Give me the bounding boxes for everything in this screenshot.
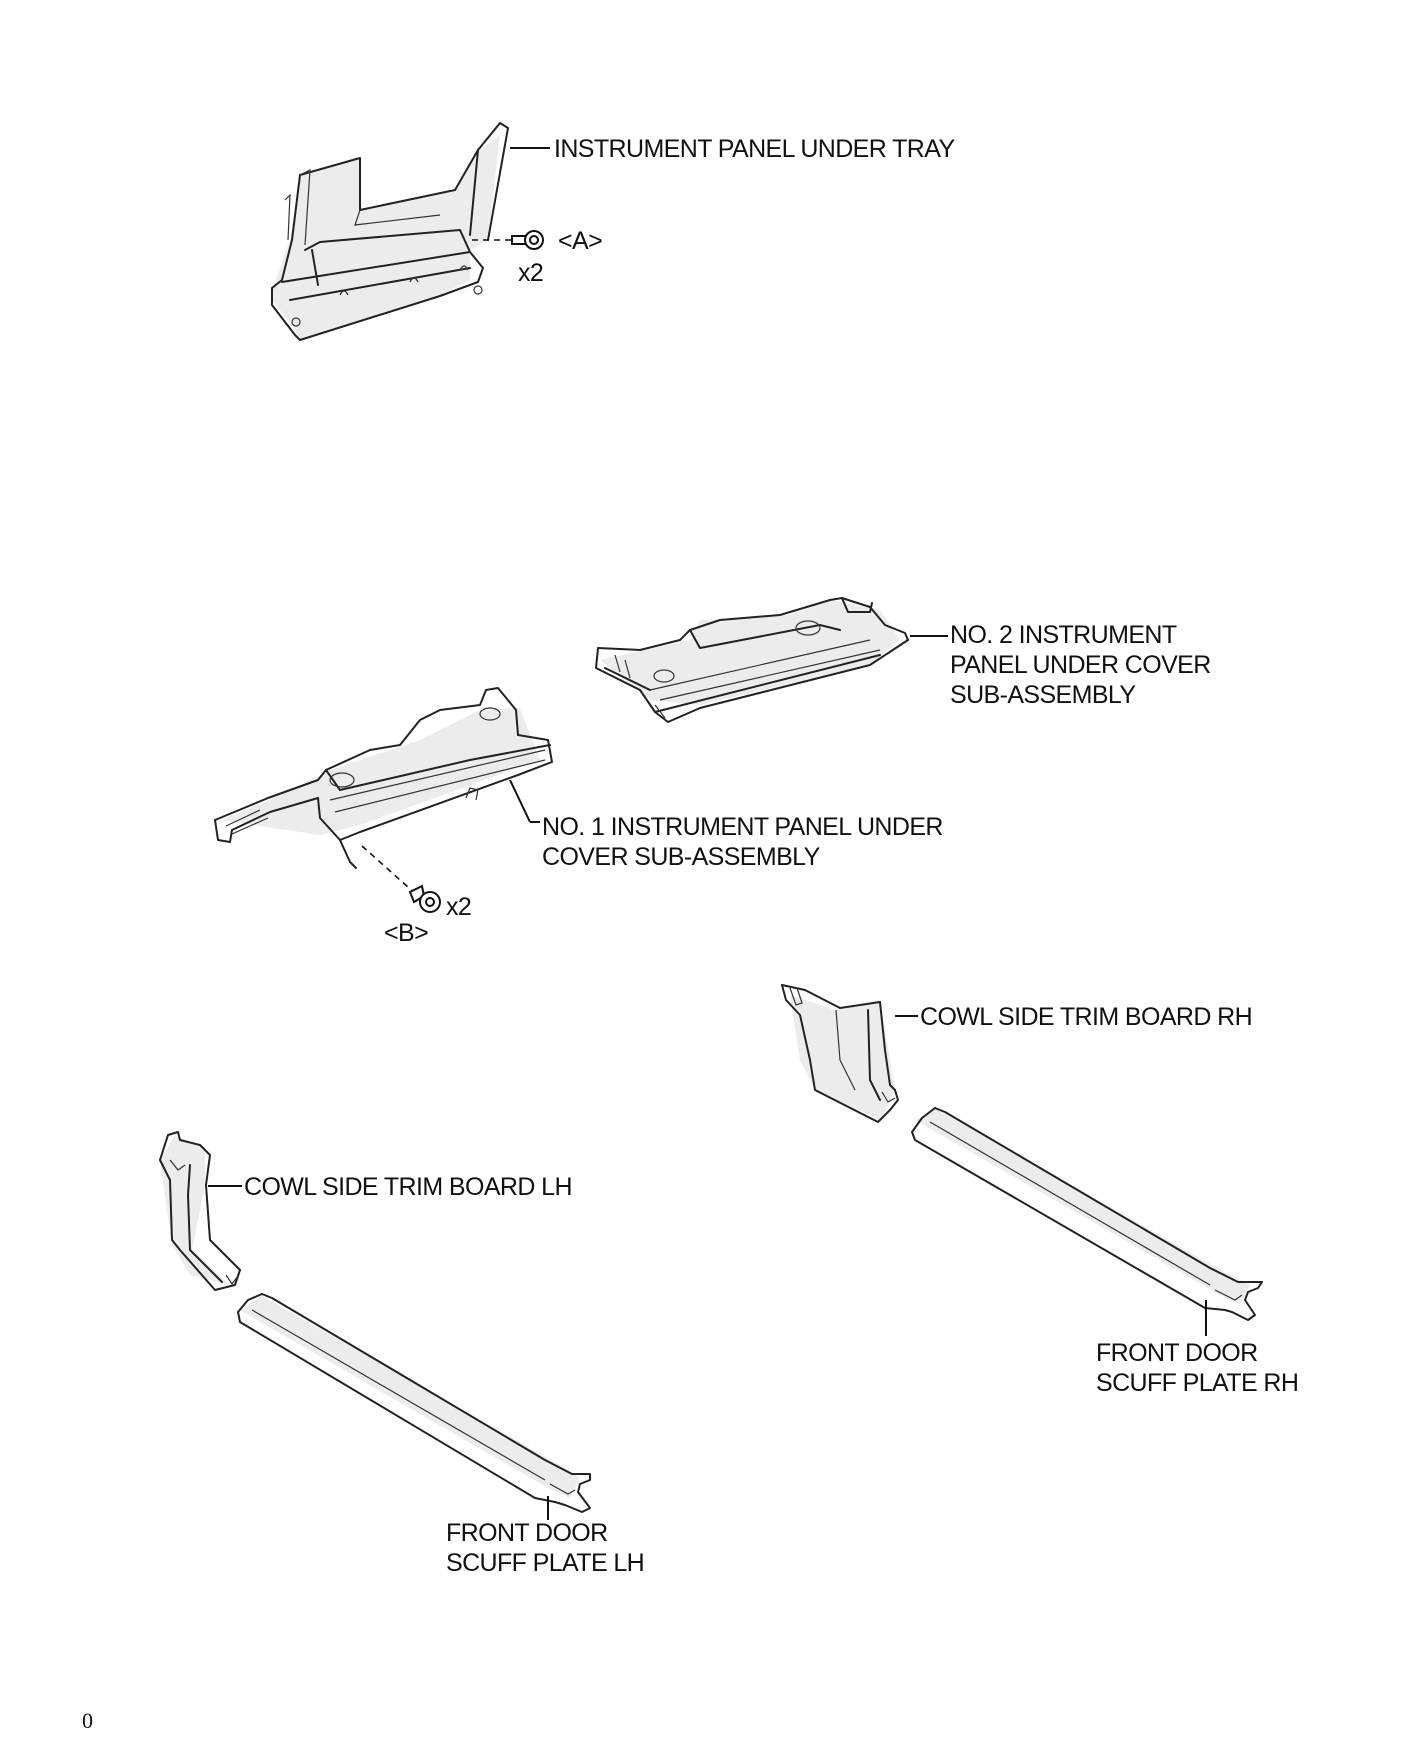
label-no2-cover-line3: SUB-ASSEMBLY xyxy=(950,681,1136,709)
instrument-panel-under-tray xyxy=(271,122,509,341)
label-scuff-rh-line1: FRONT DOOR xyxy=(1096,1339,1258,1367)
label-no1-cover-line2: COVER SUB-ASSEMBLY xyxy=(542,843,820,871)
label-scuff-rh-line2: SCUFF PLATE RH xyxy=(1096,1369,1299,1397)
label-no2-cover-line2: PANEL UNDER COVER xyxy=(950,651,1211,679)
cowl-side-trim-board-rh xyxy=(781,984,899,1123)
no1-instrument-panel-under-cover xyxy=(214,687,553,869)
label-no1-cover-line1: NO. 1 INSTRUMENT PANEL UNDER xyxy=(542,813,943,841)
front-door-scuff-plate-rh xyxy=(911,1107,1263,1321)
dashed-line-b xyxy=(361,845,419,897)
no2-instrument-panel-under-cover xyxy=(595,597,909,723)
cowl-side-trim-board-lh xyxy=(159,1131,241,1291)
label-no2-cover-line1: NO. 2 INSTRUMENT xyxy=(950,621,1177,649)
leader-no1-cover xyxy=(509,779,531,823)
label-fastener-b: <B> xyxy=(384,919,429,947)
label-cowl-lh: COWL SIDE TRIM BOARD LH xyxy=(244,1173,573,1201)
label-fastener-a: <A> xyxy=(558,227,603,255)
label-qty-b: x2 xyxy=(446,893,472,921)
label-scuff-lh-line1: FRONT DOOR xyxy=(446,1519,608,1547)
bolt-a-icon xyxy=(511,230,544,250)
label-under-tray: INSTRUMENT PANEL UNDER TRAY xyxy=(554,135,955,163)
bolt-b-icon xyxy=(408,884,441,913)
label-qty-a: x2 xyxy=(518,259,544,287)
label-scuff-lh-line2: SCUFF PLATE LH xyxy=(446,1549,645,1577)
page-number: 0 xyxy=(82,1708,93,1733)
front-door-scuff-plate-lh xyxy=(237,1293,591,1513)
label-cowl-rh: COWL SIDE TRIM BOARD RH xyxy=(920,1003,1253,1031)
